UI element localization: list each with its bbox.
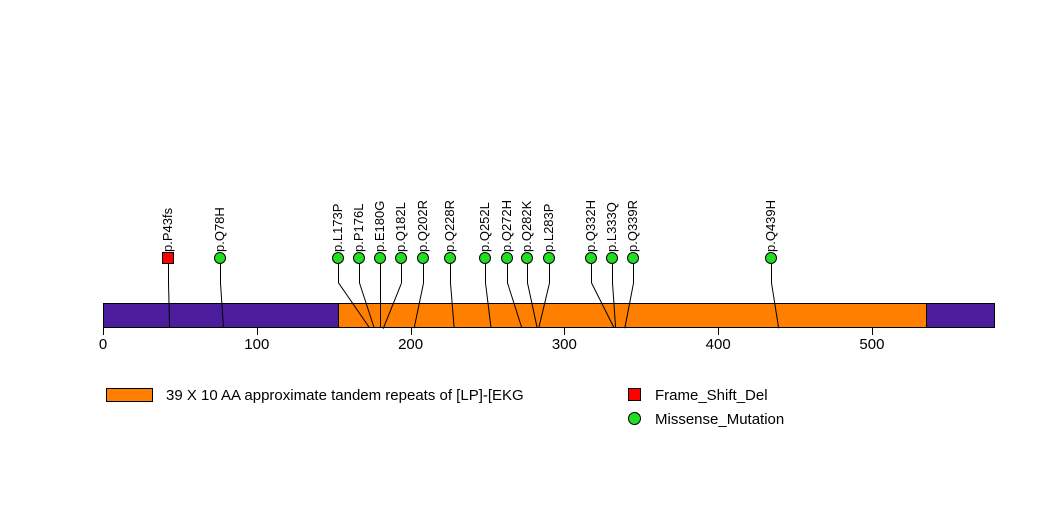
lollipop-stem-upper	[450, 264, 451, 283]
mutation-marker-square[interactable]	[162, 252, 174, 264]
mutation-marker-circle[interactable]	[417, 252, 429, 264]
legend-label-domain: 39 X 10 AA approximate tandem repeats of…	[166, 387, 524, 404]
mutation-label: p.Q228R	[442, 199, 457, 252]
mutation-label: p.Q332H	[583, 199, 598, 252]
mutation-label: p.Q182L	[393, 202, 408, 252]
mutation-label: p.Q202R	[415, 199, 430, 252]
mutation-label: p.Q439H	[763, 199, 778, 252]
lollipop-stem-upper	[633, 264, 634, 283]
mutation-marker-circle[interactable]	[332, 252, 344, 264]
protein-backbone	[103, 303, 995, 328]
mutation-label: p.P43fs	[160, 207, 175, 252]
lollipop-stem-upper	[507, 264, 508, 283]
mutation-marker-circle[interactable]	[374, 252, 386, 264]
lollipop-stem-upper	[591, 264, 592, 283]
legend-swatch-domain	[106, 388, 153, 402]
axis-tick	[718, 328, 720, 335]
mutation-label: p.L333Q	[604, 202, 619, 252]
lollipop-stem-upper	[549, 264, 550, 283]
legend-swatch-frame-shift-del	[628, 388, 641, 401]
lollipop-stem-upper	[380, 264, 381, 283]
lollipop-stem-upper	[612, 264, 613, 283]
mutation-marker-circle[interactable]	[585, 252, 597, 264]
mutation-marker-circle[interactable]	[353, 252, 365, 264]
axis-tick-label: 100	[244, 336, 270, 353]
mutation-label: p.L173P	[330, 203, 345, 252]
mutation-label: p.L283P	[541, 203, 556, 252]
lollipop-stem-upper	[359, 264, 360, 283]
lollipop-stem-upper	[338, 264, 339, 283]
axis-tick-label: 300	[551, 336, 577, 353]
domain-region-tandem-repeats[interactable]	[337, 304, 927, 327]
mutation-label: p.P176L	[351, 203, 366, 252]
lollipop-stem-upper	[423, 264, 424, 283]
lollipop-stem-upper	[527, 264, 528, 283]
axis-tick-label: 500	[859, 336, 885, 353]
mutation-marker-circle[interactable]	[543, 252, 555, 264]
mutation-marker-circle[interactable]	[395, 252, 407, 264]
mutation-marker-circle[interactable]	[501, 252, 513, 264]
axis-tick	[256, 328, 258, 335]
axis-tick	[103, 328, 104, 335]
mutation-marker-circle[interactable]	[444, 252, 456, 264]
mutation-marker-circle[interactable]	[765, 252, 777, 264]
legend-swatch-missense-mutation	[628, 412, 641, 425]
axis-tick-label: 0	[98, 336, 108, 353]
lollipop-stem-lower	[380, 283, 381, 328]
lollipop-stem-upper	[220, 264, 221, 283]
mutation-label: p.Q339R	[625, 199, 640, 252]
mutation-marker-circle[interactable]	[627, 252, 639, 264]
mutation-marker-circle[interactable]	[606, 252, 618, 264]
axis-tick	[564, 328, 566, 335]
legend-label-mutation-type: Missense_Mutation	[655, 411, 785, 428]
mutation-marker-circle[interactable]	[521, 252, 533, 264]
mutation-marker-circle[interactable]	[214, 252, 226, 264]
axis-tick	[410, 328, 412, 335]
mutation-label: p.Q252L	[477, 202, 492, 252]
mutation-marker-circle[interactable]	[479, 252, 491, 264]
lollipop-stem-upper	[168, 264, 169, 283]
axis-tick-label: 200	[398, 336, 424, 353]
mutation-label: p.Q78H	[212, 207, 227, 252]
mutation-label: p.E180G	[372, 200, 387, 252]
legend-label-mutation-type: Frame_Shift_Del	[655, 387, 768, 404]
lollipop-stem-upper	[485, 264, 486, 283]
mutation-label: p.Q282K	[519, 200, 534, 252]
lollipop-stem-upper	[401, 264, 402, 283]
axis-tick	[871, 328, 873, 335]
axis-tick-label: 400	[705, 336, 731, 353]
lollipop-stem-upper	[771, 264, 772, 283]
mutation-label: p.Q272H	[499, 199, 514, 252]
